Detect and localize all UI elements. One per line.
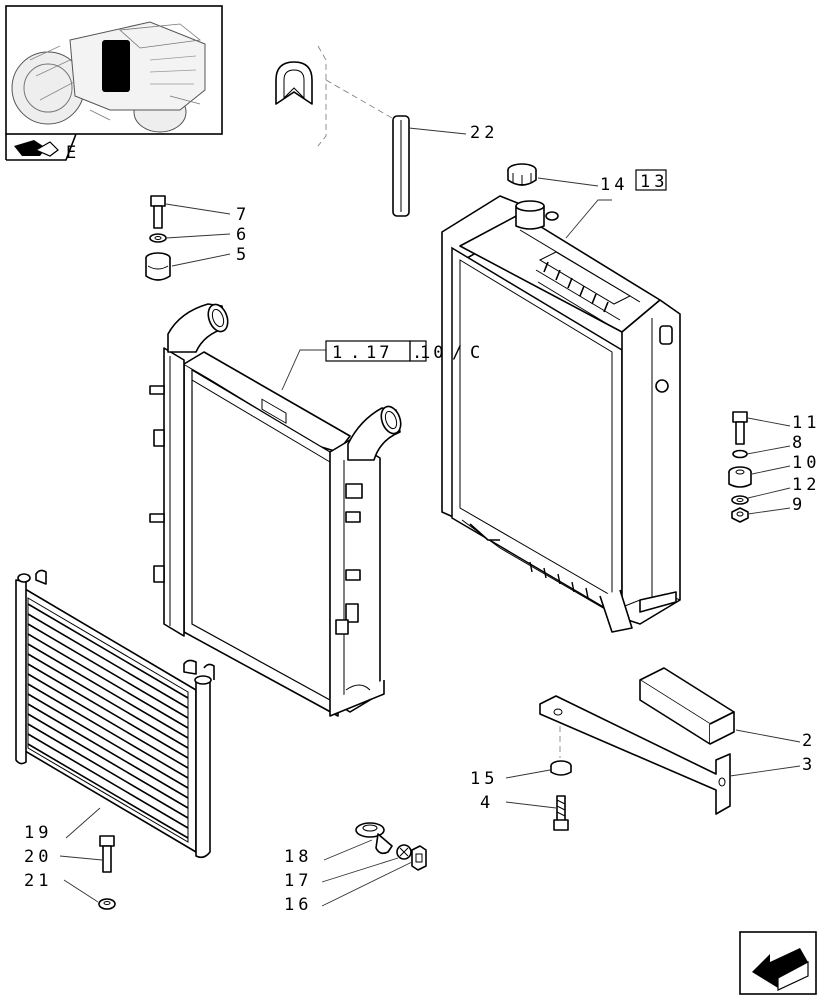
callout-14: 14 xyxy=(600,175,628,195)
intercooler-core xyxy=(149,303,402,717)
ref-part-c: C xyxy=(470,343,483,363)
bush-5 xyxy=(145,252,231,281)
ref-part-1: 1 xyxy=(332,343,345,363)
washer-15 xyxy=(505,726,572,779)
callout-18: 18 xyxy=(284,847,312,867)
callout-15: 15 xyxy=(470,769,498,789)
callout-4: 4 xyxy=(480,793,494,813)
ref-part-10: 10 xyxy=(420,343,446,363)
radiator-top-fins xyxy=(535,251,632,329)
washer-6 xyxy=(149,233,231,243)
tractor-thumbnail[interactable]: E xyxy=(5,5,223,163)
svg-text:.: . xyxy=(412,343,425,363)
callout-17: 17 xyxy=(284,871,312,891)
bolt-11 xyxy=(732,411,791,445)
callout-8: 8 xyxy=(792,433,806,453)
callout-labels: 22 7 6 5 14 13 1 . 17 . 10 / C 11 8 10 1… xyxy=(24,123,820,915)
callout-10: 10 xyxy=(792,453,820,473)
callout-16: 16 xyxy=(284,895,312,915)
highlighted-radiator-block xyxy=(102,40,130,92)
thumbnail-corner-letter: E xyxy=(66,143,79,163)
svg-text:/: / xyxy=(452,343,465,363)
callout-13: 13 xyxy=(640,172,668,192)
svg-text:.: . xyxy=(350,343,363,363)
callout-12: 12 xyxy=(792,475,820,495)
back-arrow-icon[interactable] xyxy=(739,931,817,995)
radiator-cap-14 xyxy=(507,163,599,187)
callout-7: 7 xyxy=(236,205,250,225)
spacer-block-2 xyxy=(639,667,801,745)
radiator-13 xyxy=(441,195,681,633)
bush-10 xyxy=(728,465,791,488)
bolt-4 xyxy=(505,795,569,831)
callout-20: 20 xyxy=(24,847,52,867)
callout-2: 2 xyxy=(802,731,816,751)
callout-6: 6 xyxy=(236,225,250,245)
callout-9: 9 xyxy=(792,495,806,515)
callout-11: 11 xyxy=(792,413,820,433)
bracket-16 xyxy=(321,845,427,907)
callout-3: 3 xyxy=(802,755,816,775)
nut-9 xyxy=(731,507,791,523)
clip-17 xyxy=(321,844,412,883)
bolt-20 xyxy=(59,835,115,873)
tractor-sketch xyxy=(11,21,206,133)
boxed-ref-13: 13 xyxy=(635,169,668,192)
condenser-fins xyxy=(27,603,189,839)
ref-1-17-10-c: 1 . 17 . 10 / C xyxy=(325,340,483,363)
callout-21: 21 xyxy=(24,871,52,891)
bolt-7 xyxy=(150,195,231,229)
seal-profile-22 xyxy=(275,45,393,147)
seal-strip-22 xyxy=(392,115,467,217)
washer-12 xyxy=(731,487,791,505)
grommet-18 xyxy=(323,822,393,861)
callout-19: 19 xyxy=(24,823,52,843)
callout-22: 22 xyxy=(470,123,498,143)
ref-part-17: 17 xyxy=(366,343,392,363)
condenser-19 xyxy=(15,569,215,859)
washer-21 xyxy=(63,879,116,910)
callout-5: 5 xyxy=(236,245,250,265)
book-arrow-icon xyxy=(14,140,59,157)
bracket-3 xyxy=(539,695,801,815)
washer-8 xyxy=(732,445,791,459)
